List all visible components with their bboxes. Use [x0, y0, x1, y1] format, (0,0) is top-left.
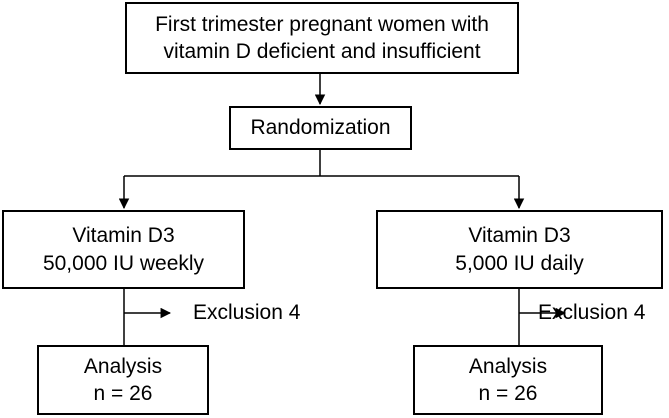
eligibility-box: First trimester pregnant women with vita…	[125, 2, 519, 74]
left-arm-box: Vitamin D3 50,000 IU weekly	[2, 210, 245, 289]
randomization-label: Randomization	[250, 116, 391, 140]
right-analysis-title: Analysis	[468, 354, 548, 378]
left-arm-title: Vitamin D3	[72, 224, 175, 248]
left-exclusion-label: Exclusion 4	[193, 301, 301, 324]
left-analysis-n: n = 26	[93, 382, 153, 405]
right-arm-title: Vitamin D3	[468, 224, 571, 248]
left-arm-dose: 50,000 IU weekly	[42, 251, 205, 275]
eligibility-line-1: First trimester pregnant women with	[155, 12, 489, 36]
right-exclusion-label: Exclusion 4	[538, 301, 646, 324]
right-arm-dose: 5,000 IU daily	[455, 251, 584, 275]
randomization-box: Randomization	[229, 106, 412, 150]
right-analysis-box: Analysis n = 26	[413, 345, 603, 415]
right-arm-box: Vitamin D3 5,000 IU daily	[376, 210, 663, 289]
left-analysis-box: Analysis n = 26	[37, 345, 209, 415]
left-analysis-title: Analysis	[83, 354, 163, 378]
eligibility-line-2: vitamin D deficient and insufficient	[163, 40, 481, 63]
right-analysis-n: n = 26	[478, 382, 538, 405]
